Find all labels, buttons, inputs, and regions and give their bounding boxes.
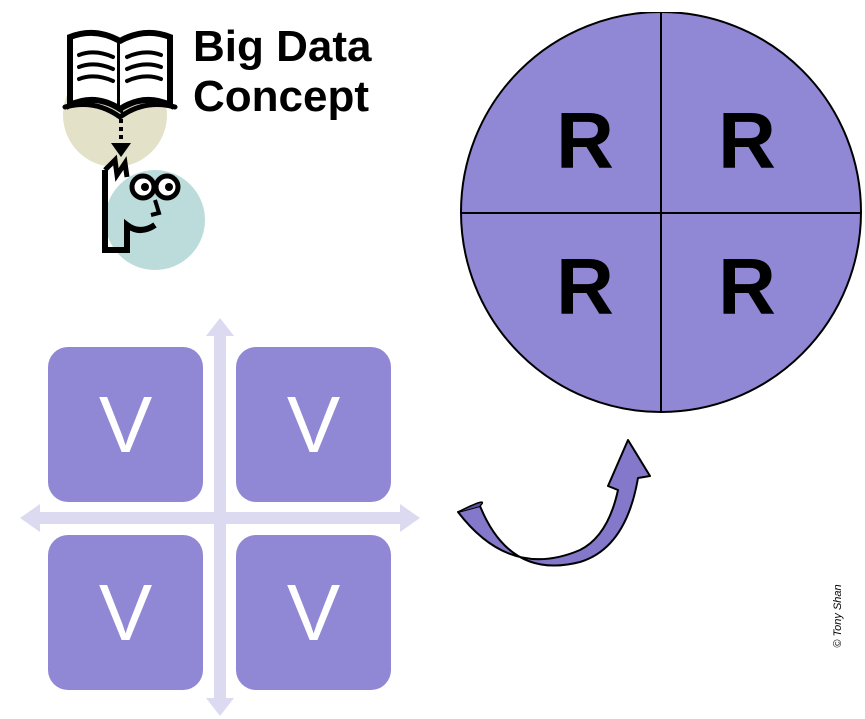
title-line-2: Concept bbox=[193, 72, 369, 121]
r-circle: R R R R bbox=[460, 12, 862, 413]
down-arrow-icon bbox=[111, 119, 131, 157]
r-quadrant-top-left: R bbox=[556, 96, 614, 185]
copyright-text: © Tony Shan bbox=[832, 584, 844, 648]
title-line-1: Big Data bbox=[193, 22, 372, 71]
v-tile-bottom-left: V bbox=[48, 535, 203, 690]
thinking-face-icon bbox=[102, 154, 181, 253]
logo-illustration bbox=[62, 29, 205, 270]
v-quadrant-grid: V V V V bbox=[0, 310, 440, 719]
axis-arrows bbox=[20, 318, 420, 716]
v-tile-bottom-right: V bbox=[236, 535, 391, 690]
curved-arrow-icon bbox=[457, 439, 651, 567]
v-tile-top-right: V bbox=[236, 347, 391, 502]
r-quadrant-top-right: R bbox=[718, 96, 776, 185]
open-book-icon bbox=[62, 29, 178, 121]
v-tile-top-left: V bbox=[48, 347, 203, 502]
r-quadrant-bottom-left: R bbox=[556, 242, 614, 331]
r-quadrant-bottom-right: R bbox=[718, 242, 776, 331]
title: Big Data Concept bbox=[193, 22, 423, 122]
